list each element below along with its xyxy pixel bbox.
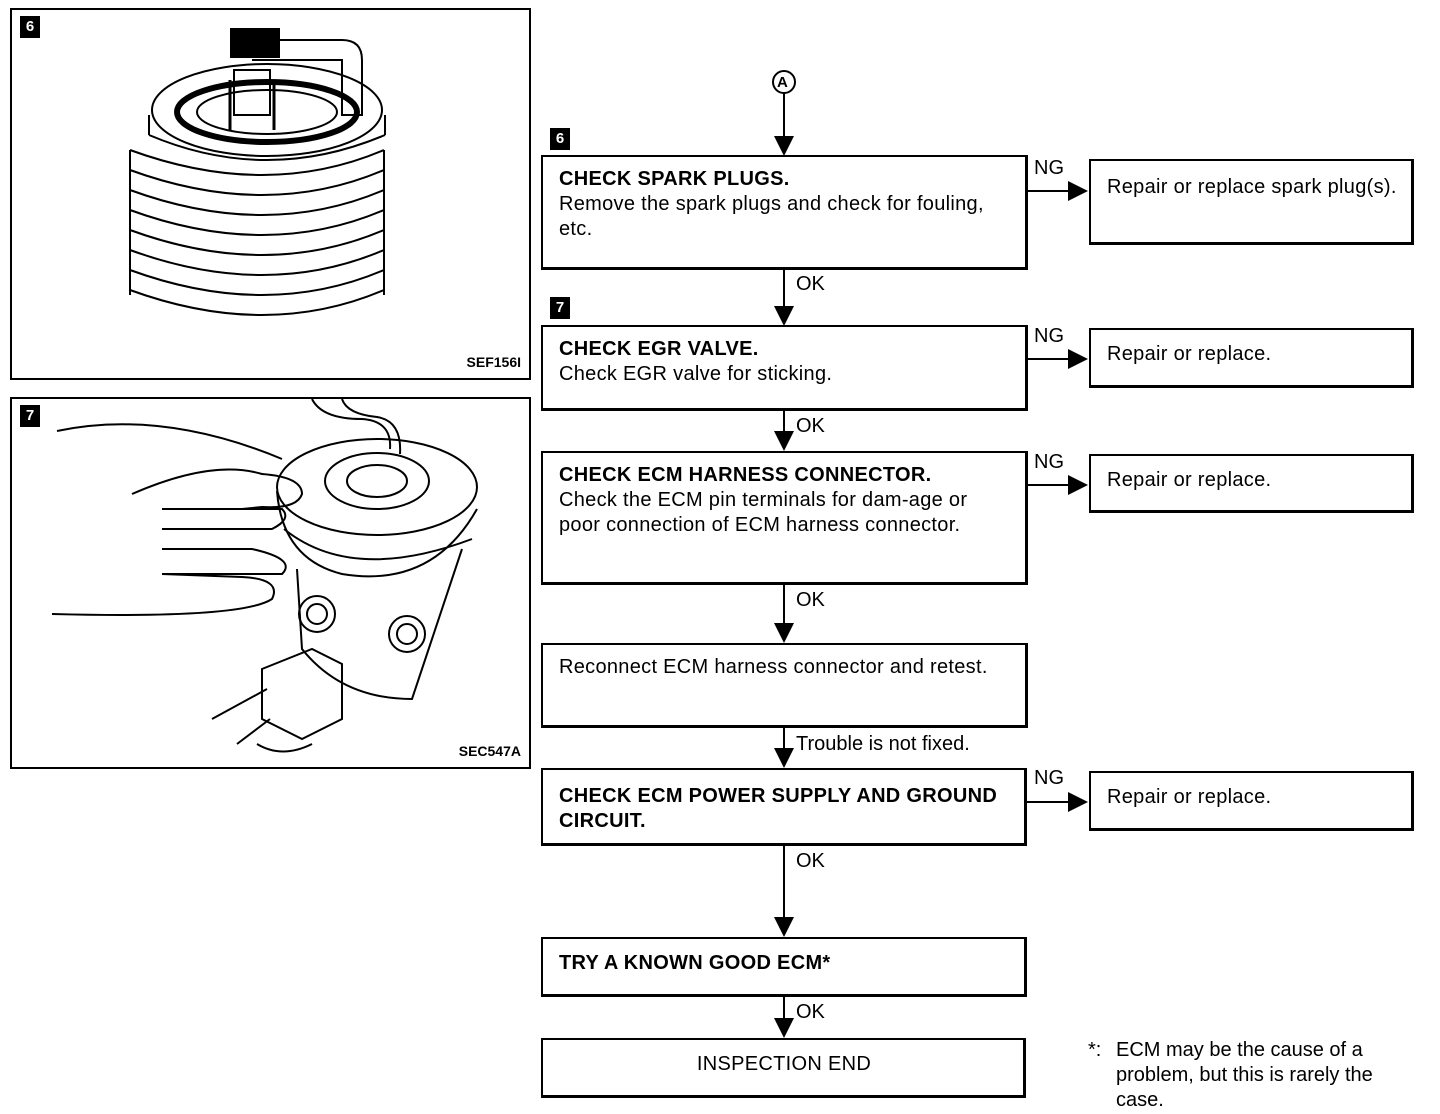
trouble-not-fixed-label: Trouble is not fixed. bbox=[796, 733, 970, 755]
ng-label: NG bbox=[1034, 157, 1064, 179]
figure-badge: 7 bbox=[20, 405, 40, 427]
ng-action-text: Repair or replace. bbox=[1107, 469, 1272, 491]
figure-code: SEC547A bbox=[458, 743, 521, 759]
figure-badge: 6 bbox=[20, 16, 40, 38]
step-check-ecm-power-supply: CHECK ECM POWER SUPPLY AND GROUND CIRCUI… bbox=[541, 768, 1027, 846]
figure-egr-valve: 7 SEC547A bbox=[10, 397, 531, 769]
ok-label: OK bbox=[796, 850, 825, 872]
step-badge: 6 bbox=[550, 128, 570, 150]
step-try-known-good-ecm: TRY A KNOWN GOOD ECM* bbox=[541, 937, 1027, 997]
figure-spark-plug: 6 SEF156I bbox=[10, 8, 531, 380]
ng-action-text: Repair or replace. bbox=[1107, 343, 1272, 365]
ng-action-text: Repair or replace. bbox=[1107, 786, 1272, 808]
step-check-spark-plugs: CHECK SPARK PLUGS. Remove the spark plug… bbox=[541, 155, 1028, 270]
ng-label: NG bbox=[1034, 325, 1064, 347]
step-desc: Reconnect ECM harness connector and rete… bbox=[559, 656, 988, 678]
egr-valve-illustration bbox=[51, 399, 478, 753]
ok-label: OK bbox=[796, 273, 825, 295]
step-title: TRY A KNOWN GOOD ECM* bbox=[559, 952, 831, 974]
step-desc: Check EGR valve for sticking. bbox=[559, 363, 833, 385]
footnote-text: ECM may be the cause of a problem, but t… bbox=[1116, 1039, 1373, 1111]
spark-plug-illustration bbox=[129, 28, 386, 316]
ng-action: Repair or replace. bbox=[1089, 454, 1414, 513]
ok-label: OK bbox=[796, 415, 825, 437]
ng-label: NG bbox=[1034, 451, 1064, 473]
step-title: CHECK SPARK PLUGS. bbox=[559, 168, 790, 190]
step-title: CHECK EGR VALVE. bbox=[559, 338, 759, 360]
ng-action: Repair or replace. bbox=[1089, 328, 1414, 388]
ng-action: Repair or replace spark plug(s). bbox=[1089, 159, 1414, 245]
connector-label: A bbox=[777, 74, 788, 91]
step-title: CHECK ECM POWER SUPPLY AND GROUND CIRCUI… bbox=[559, 785, 998, 832]
ng-label: NG bbox=[1034, 767, 1064, 789]
ng-action-text: Repair or replace spark plug(s). bbox=[1107, 176, 1397, 198]
step-badge: 7 bbox=[550, 297, 570, 319]
step-check-egr-valve: CHECK EGR VALVE. Check EGR valve for sti… bbox=[541, 325, 1028, 411]
ng-action: Repair or replace. bbox=[1089, 771, 1414, 831]
figure-code: SEF156I bbox=[466, 354, 521, 370]
step-inspection-end: INSPECTION END bbox=[541, 1038, 1026, 1098]
step-desc: Check the ECM pin terminals for dam-age … bbox=[559, 489, 968, 536]
step-check-ecm-harness-connector: CHECK ECM HARNESS CONNECTOR. Check the E… bbox=[541, 451, 1028, 585]
step-desc: Remove the spark plugs and check for fou… bbox=[559, 193, 984, 240]
footnote-marker: *: bbox=[1088, 1039, 1102, 1061]
end-label: INSPECTION END bbox=[696, 1053, 872, 1075]
step-title: CHECK ECM HARNESS CONNECTOR. bbox=[559, 464, 932, 486]
ok-label: OK bbox=[796, 589, 825, 611]
ok-label: OK bbox=[796, 1001, 825, 1023]
step-reconnect-retest: Reconnect ECM harness connector and rete… bbox=[541, 643, 1028, 728]
